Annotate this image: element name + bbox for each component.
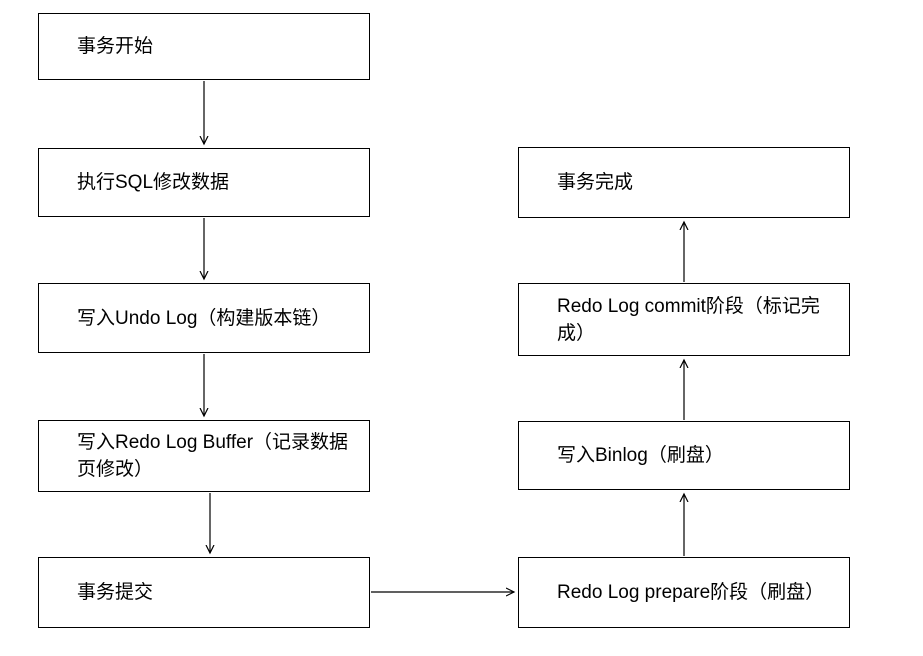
node-txn-complete-label: 事务完成: [557, 172, 634, 193]
node-txn-start: 事务开始: [38, 13, 370, 80]
node-redo-log-buffer-label: 写入Redo Log Buffer（记录数据页修改）: [77, 432, 349, 480]
node-binlog-label: 写入Binlog（刷盘）: [557, 445, 724, 466]
node-exec-sql-label: 执行SQL修改数据: [77, 172, 230, 193]
node-redo-commit-label: Redo Log commit阶段（标记完成）: [557, 295, 820, 344]
node-txn-commit-label: 事务提交: [77, 582, 154, 603]
node-txn-complete: 事务完成: [518, 147, 850, 218]
node-exec-sql: 执行SQL修改数据: [38, 148, 370, 217]
node-redo-prepare: Redo Log prepare阶段（刷盘）: [518, 557, 850, 628]
node-undo-log-label: 写入Undo Log（构建版本链）: [77, 307, 331, 329]
node-redo-prepare-label: Redo Log prepare阶段（刷盘）: [557, 582, 825, 603]
node-redo-commit: Redo Log commit阶段（标记完成）: [518, 283, 850, 356]
node-binlog: 写入Binlog（刷盘）: [518, 421, 850, 490]
node-redo-log-buffer: 写入Redo Log Buffer（记录数据页修改）: [38, 420, 370, 492]
node-txn-start-label: 事务开始: [77, 36, 154, 57]
node-undo-log: 写入Undo Log（构建版本链）: [38, 283, 370, 353]
node-txn-commit: 事务提交: [38, 557, 370, 628]
